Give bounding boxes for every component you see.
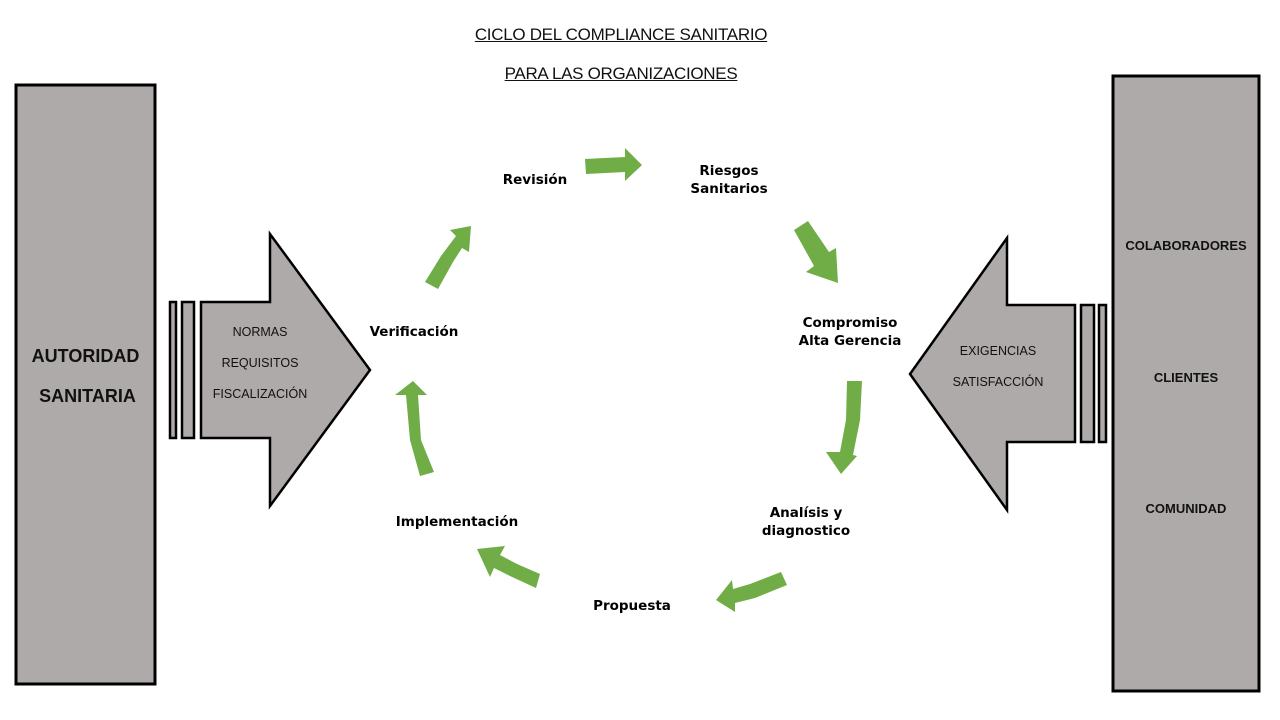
right-arrow-item-satisfaccion: SATISFACCIÓN [952, 375, 1044, 389]
left-arrow-strip-2 [180, 300, 196, 440]
stakeholders-box [1111, 74, 1261, 693]
left-arrow-item-fiscalizacion: FISCALIZACIÓN [212, 387, 308, 401]
cycle-step-revision: Revisión [502, 172, 568, 188]
right-arrow-body [908, 234, 1077, 514]
cycle-step-compromiso: Compromiso Alta Gerencia [780, 314, 920, 350]
left-arrow-item-requisitos: REQUISITOS [221, 356, 299, 370]
cycle-step-riesgos-line1: Riesgos [699, 163, 759, 179]
cycle-step-riesgos-line2: Sanitarios [690, 181, 768, 197]
cycle-arrow-5 [477, 546, 540, 588]
cycle-arrow-7 [425, 226, 471, 289]
cycle-step-compromiso-line2: Alta Gerencia [798, 333, 902, 349]
cycle-step-propuesta: Propuesta [593, 598, 671, 614]
right-arrow-strip-1 [1079, 303, 1096, 444]
cycle-step-riesgos: Riesgos Sanitarios [669, 162, 789, 198]
right-arrow-item-exigencias: EXIGENCIAS [959, 344, 1037, 358]
cycle-step-implementacion: Implementación [395, 514, 519, 530]
cycle-arrow-4 [716, 572, 787, 612]
left-arrow-item-normas: NORMAS [232, 325, 288, 339]
cycle-arrow-1 [585, 148, 642, 181]
cycle-step-compromiso-line1: Compromiso [802, 315, 898, 331]
cycle-step-verificacion: Verificación [369, 324, 459, 340]
right-arrow-strip-2 [1097, 303, 1108, 444]
left-block-arrow [168, 230, 372, 510]
right-block-arrow [908, 234, 1108, 514]
stakeholder-colaboradores: COLABORADORES [1125, 238, 1247, 253]
left-arrow-body [199, 230, 372, 510]
stakeholder-clientes: CLIENTES [1153, 370, 1219, 385]
authority-label-line2: SANITARIA [39, 386, 136, 406]
stakeholder-comunidad: COMUNIDAD [1145, 501, 1227, 516]
cycle-step-analisis-line1: Analísis y [769, 505, 843, 521]
authority-label-line1: AUTORIDAD [31, 346, 140, 366]
cycle-arrow-3 [826, 381, 862, 474]
diagram-title-line2: PARA LAS ORGANIZACIONES [504, 64, 738, 83]
left-arrow-strip-1 [168, 300, 178, 440]
authority-box [14, 83, 157, 686]
diagram-title-line1: CICLO DEL COMPLIANCE SANITARIO [474, 25, 768, 44]
cycle-step-analisis: Analísis y diagnostico [746, 504, 866, 540]
cycle-arrow-6 [395, 381, 434, 476]
cycle-arrow-2 [794, 221, 838, 283]
cycle-step-analisis-line2: diagnostico [761, 523, 851, 539]
cycle-arrows [395, 148, 862, 612]
